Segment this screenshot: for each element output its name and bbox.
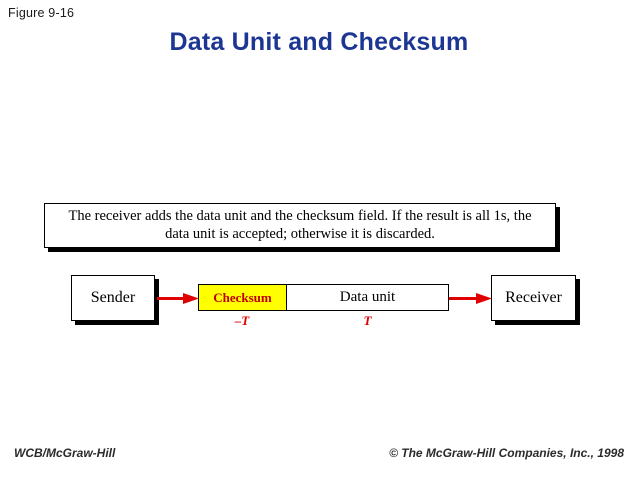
arrow-sender-to-frame-icon (157, 291, 199, 304)
receiver-label: Receiver (505, 289, 562, 306)
explanation-text: The receiver adds the data unit and the … (68, 208, 532, 242)
footer-publisher: WCB/McGraw-Hill (14, 446, 116, 460)
data-unit-field: Data unit (287, 285, 448, 310)
explanation-box: The receiver adds the data unit and the … (44, 203, 556, 248)
data-unit-value-label: T (363, 313, 372, 328)
receiver-node: Receiver (491, 275, 576, 321)
frame-container: Checksum Data unit (198, 284, 449, 311)
checksum-label: Checksum (213, 289, 272, 305)
sender-node: Sender (71, 275, 155, 321)
checksum-field: Checksum (199, 285, 287, 310)
arrow-frame-to-receiver-icon (449, 291, 492, 304)
figure-label: Figure 9-16 (8, 6, 75, 20)
page-title: Data Unit and Checksum (169, 28, 469, 56)
checksum-value-label: –T (234, 313, 250, 328)
data-unit-label: Data unit (339, 289, 396, 305)
sender-label: Sender (90, 289, 136, 306)
footer-copyright: © The McGraw-Hill Companies, Inc., 1998 (389, 446, 624, 460)
